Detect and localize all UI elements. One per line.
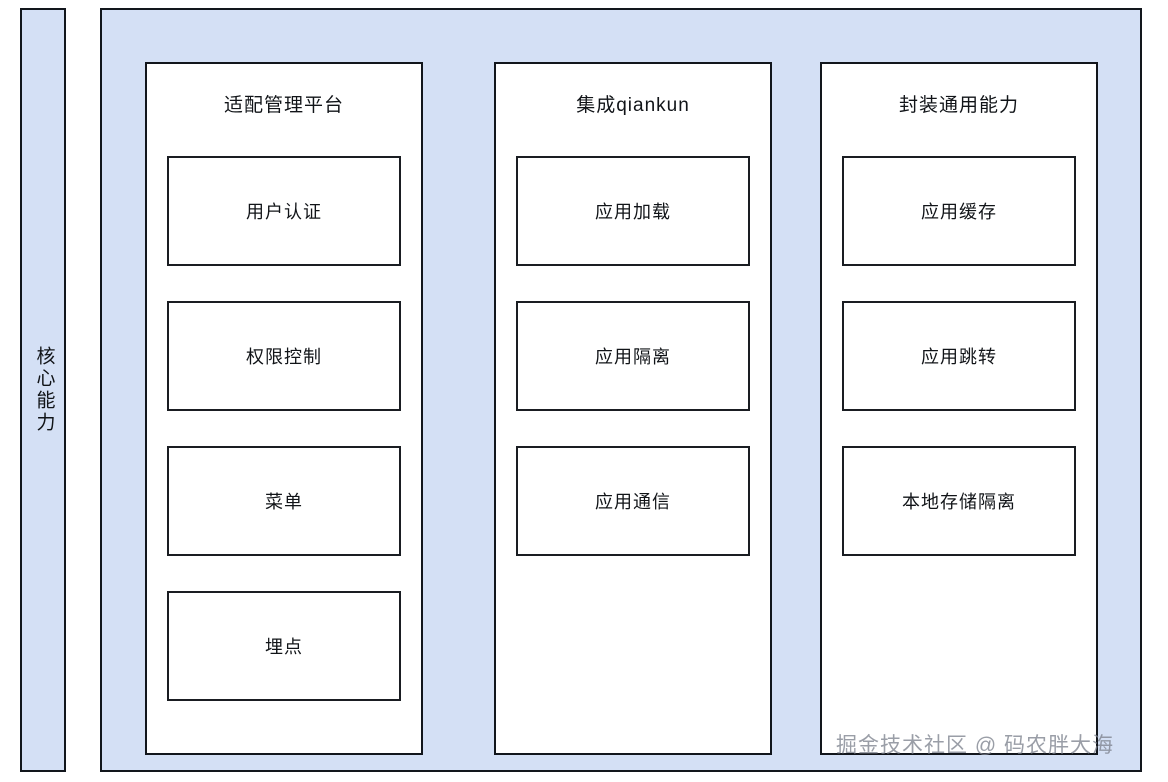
capability-item: 权限控制 xyxy=(167,301,401,411)
capability-container: 适配管理平台 用户认证 权限控制 菜单 埋点 集成qiankun xyxy=(100,8,1142,772)
capability-item: 应用加载 xyxy=(516,156,750,266)
capability-item-list-1: 用户认证 权限控制 菜单 埋点 xyxy=(167,156,401,736)
column-title-adaptation-platform: 适配管理平台 xyxy=(223,95,344,116)
column-title-qiankun-integration: 集成qiankun xyxy=(576,95,690,116)
capability-item-label: 应用通信 xyxy=(595,492,671,512)
capability-item: 用户认证 xyxy=(167,156,401,266)
capability-item: 应用隔离 xyxy=(516,301,750,411)
capability-column-adaptation-platform: 适配管理平台 用户认证 权限控制 菜单 埋点 xyxy=(145,62,423,755)
capability-item: 埋点 xyxy=(167,591,401,701)
capability-item: 应用跳转 xyxy=(842,301,1076,411)
capability-item: 应用通信 xyxy=(516,446,750,556)
capability-item-label: 埋点 xyxy=(265,637,303,657)
capability-item-label: 菜单 xyxy=(265,492,303,512)
column-title-common-capabilities: 封装通用能力 xyxy=(898,95,1019,116)
capability-item-list-2: 应用加载 应用隔离 应用通信 xyxy=(516,156,750,591)
core-capability-band: 核心能力 xyxy=(20,8,66,772)
capability-item: 本地存储隔离 xyxy=(842,446,1076,556)
capability-item-label: 应用缓存 xyxy=(921,202,997,222)
capability-column-common-capabilities: 封装通用能力 应用缓存 应用跳转 本地存储隔离 xyxy=(820,62,1098,755)
capability-item-label: 应用加载 xyxy=(595,202,671,222)
capability-item-label: 用户认证 xyxy=(246,202,322,222)
capability-item: 菜单 xyxy=(167,446,401,556)
core-capability-band-label: 核心能力 xyxy=(33,346,55,434)
capability-column-qiankun-integration: 集成qiankun 应用加载 应用隔离 应用通信 xyxy=(494,62,772,755)
capability-item-list-3: 应用缓存 应用跳转 本地存储隔离 xyxy=(842,156,1076,591)
capability-item-label: 应用跳转 xyxy=(921,347,997,367)
capability-item-label: 本地存储隔离 xyxy=(902,492,1016,512)
capability-item-label: 权限控制 xyxy=(246,347,322,367)
capability-item: 应用缓存 xyxy=(842,156,1076,266)
capability-item-label: 应用隔离 xyxy=(595,347,671,367)
